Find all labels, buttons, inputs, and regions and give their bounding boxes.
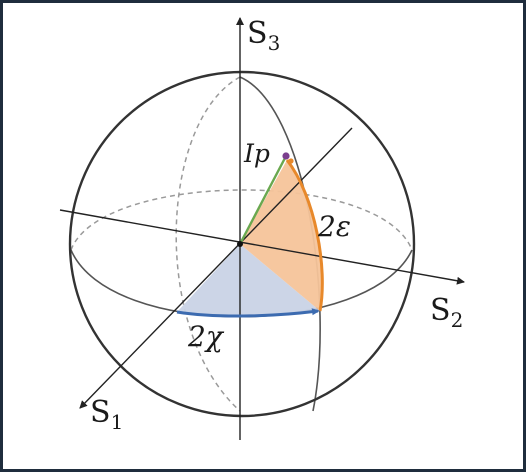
chi-sector <box>177 244 320 317</box>
s2-axis <box>59 209 465 285</box>
ip-point <box>282 152 290 160</box>
epsilon-arc <box>285 159 324 312</box>
ip-point-orange <box>288 158 294 164</box>
s1-axis <box>79 127 353 409</box>
back-meridian-dashed <box>175 76 241 412</box>
chi-arc <box>176 308 320 318</box>
ip-label: Ip <box>243 139 270 168</box>
two-chi-label: 2χ <box>187 320 225 353</box>
s3-label: S3 <box>247 16 280 55</box>
origin-point <box>237 241 243 247</box>
equator-back-dashed <box>70 189 413 251</box>
ip-vector <box>238 157 287 245</box>
sphere-outline <box>68 70 416 418</box>
epsilon-sector <box>240 160 323 311</box>
two-epsilon-label: 2ε <box>317 210 351 243</box>
s1-label: S1 <box>90 395 123 434</box>
s2-label: S2 <box>430 293 463 332</box>
